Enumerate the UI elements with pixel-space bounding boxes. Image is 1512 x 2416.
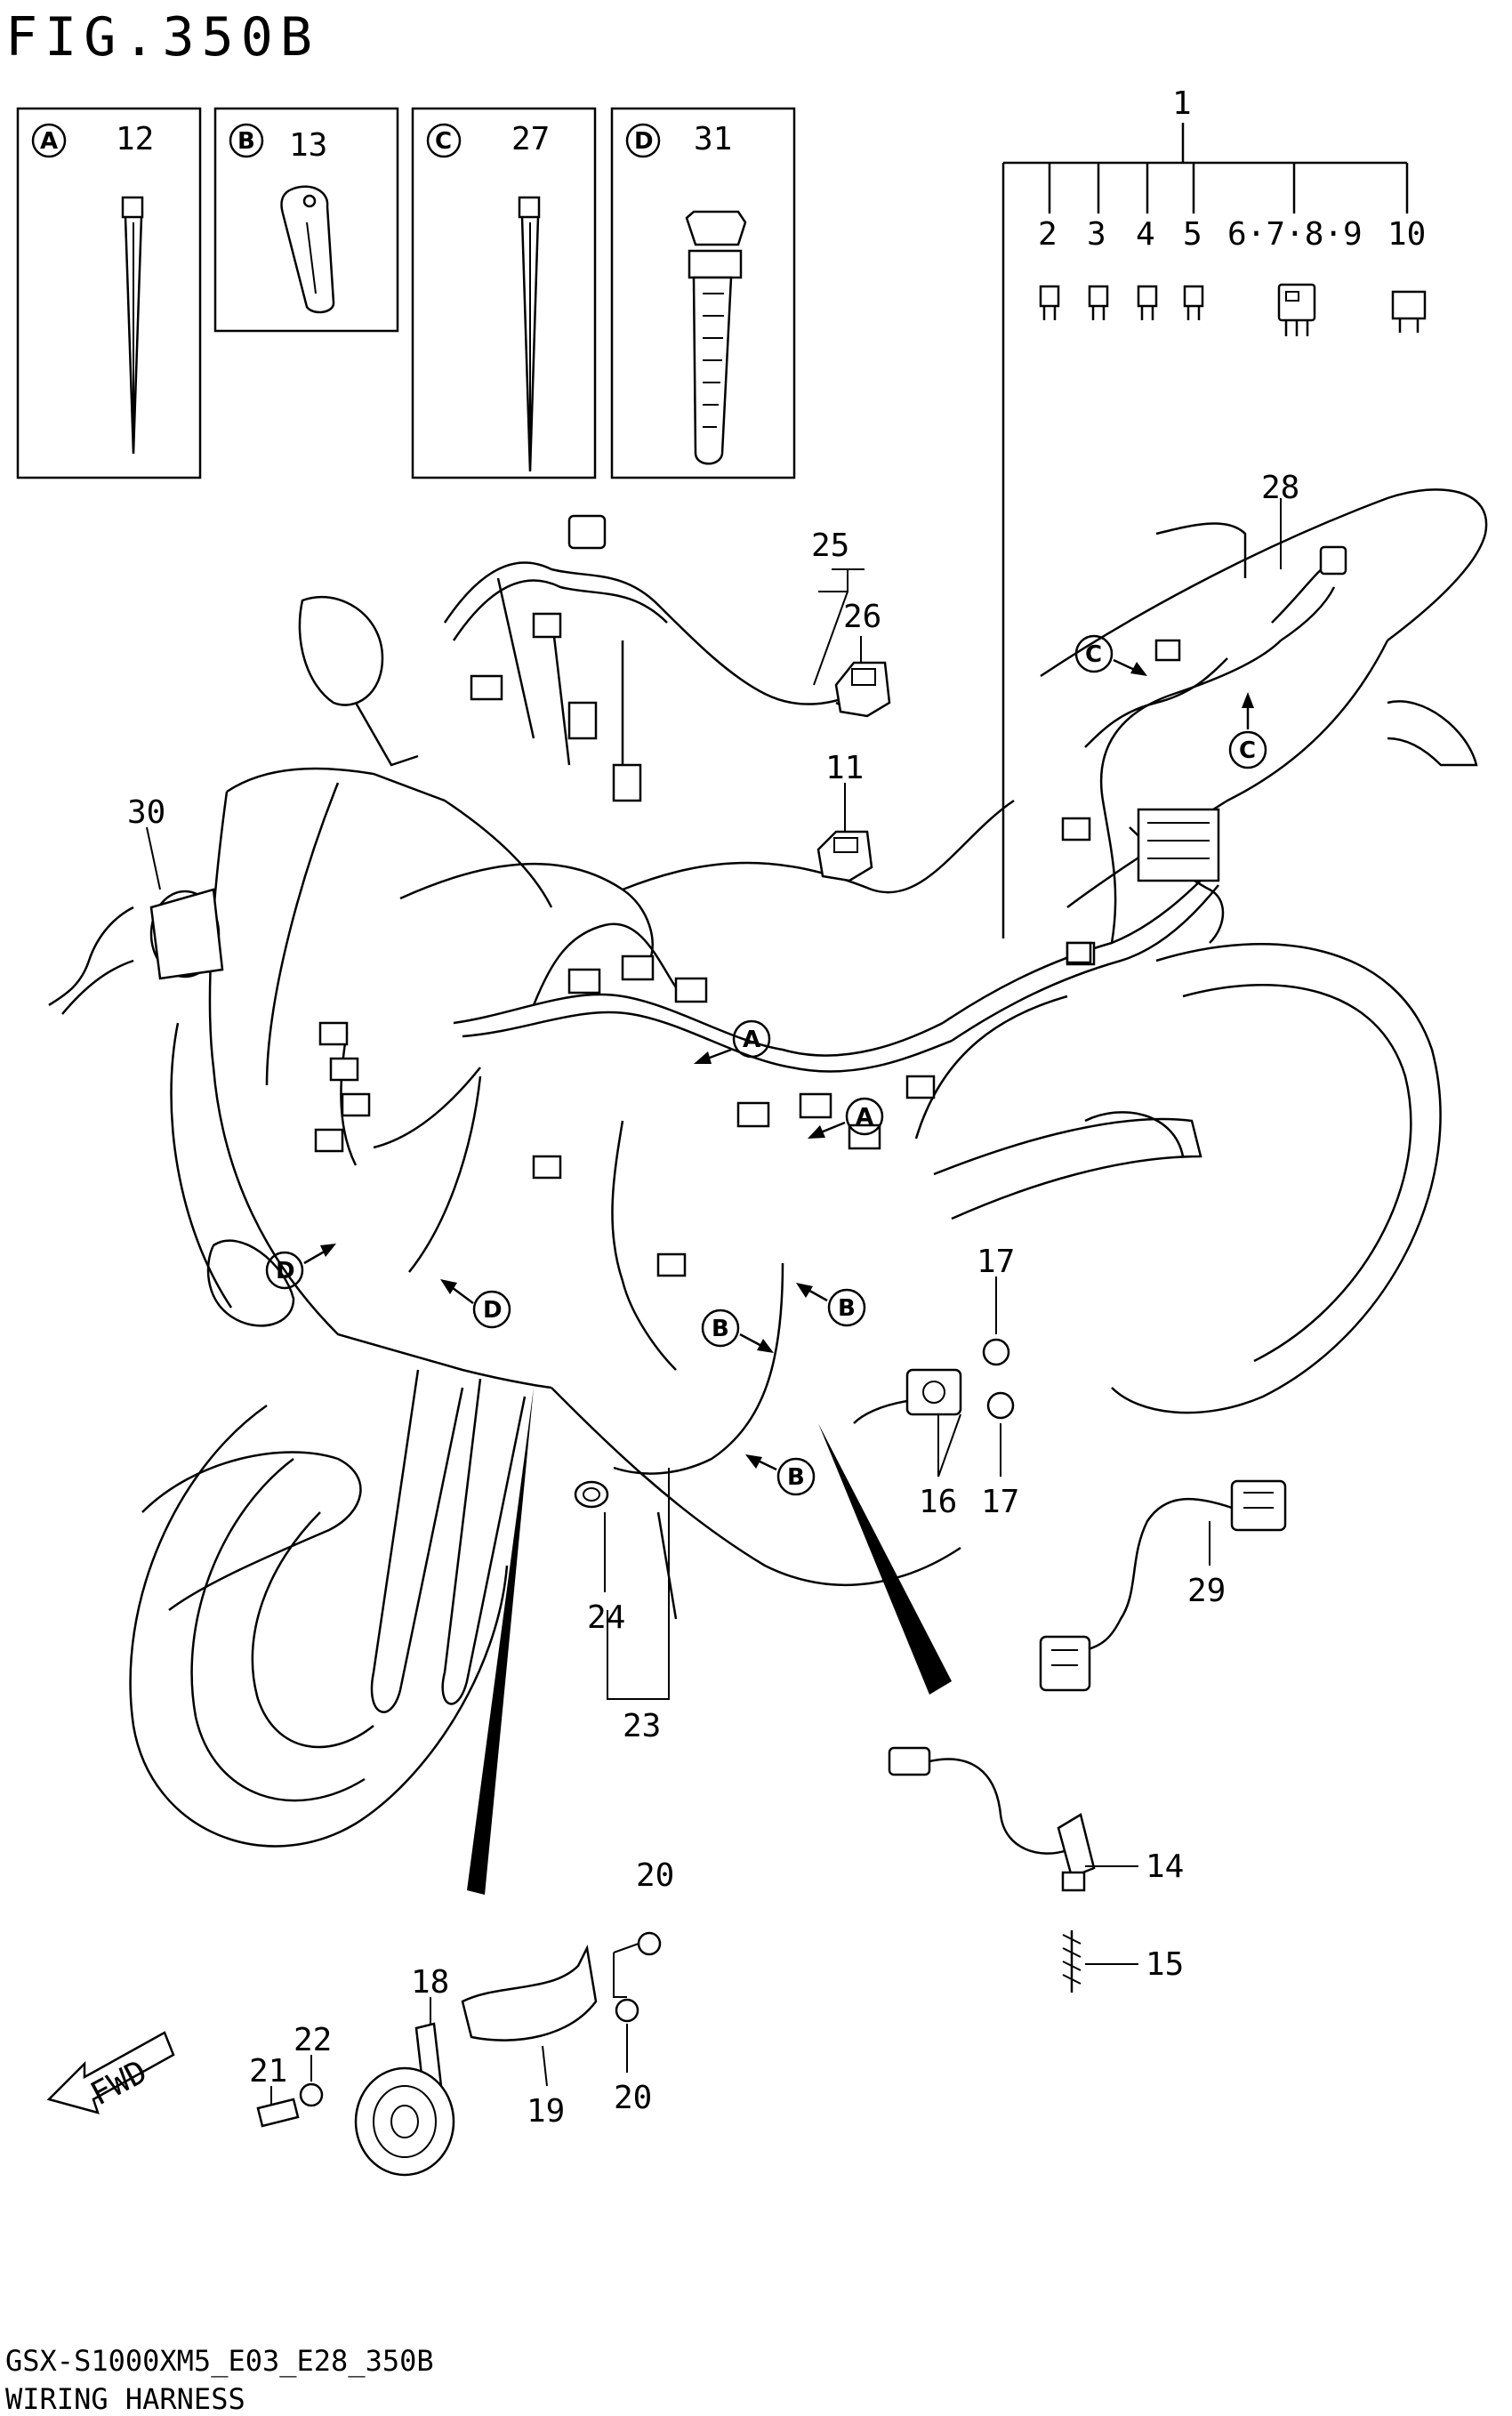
callout-23: 23	[623, 1708, 661, 1744]
callout-16: 16	[919, 1484, 957, 1520]
callout-17b: 17	[981, 1484, 1019, 1520]
callout-18: 18	[411, 1964, 449, 2001]
ref-marker-d2: D	[440, 1279, 511, 1329]
part-3-label: 3	[1087, 216, 1106, 253]
fuse-3	[1088, 285, 1109, 320]
ref-marker-a1: A	[694, 1019, 771, 1064]
fwd-arrow-icon: FWD	[46, 2031, 175, 2114]
part-1-label: 1	[1172, 85, 1192, 122]
sensor-14	[888, 1746, 1096, 1993]
fuse-5	[1183, 285, 1204, 320]
inset-b-letter: B	[237, 128, 255, 155]
socket-30	[48, 888, 224, 1015]
svg-text:C: C	[1085, 641, 1102, 668]
svg-text:B: B	[787, 1464, 805, 1491]
svg-text:B: B	[838, 1295, 856, 1322]
callout-21: 21	[249, 2053, 287, 2090]
motorcycle-outline	[129, 488, 1488, 1848]
svg-text:D: D	[276, 1258, 295, 1285]
inset-b-part: 13	[289, 127, 327, 164]
inset-a-letter: A	[40, 128, 58, 155]
fuse-relay-group: 1 2 3 4 5 6·7·8·9 10	[1001, 85, 1427, 938]
relay-6-9	[1277, 283, 1316, 336]
figure-title: FIG.350B	[5, 6, 319, 68]
svg-text:A: A	[856, 1104, 873, 1131]
inset-d: D 31	[610, 107, 796, 479]
lead-29	[1039, 1479, 1287, 1692]
callout-22: 22	[294, 2022, 332, 2058]
callout-leaders	[146, 498, 1282, 2104]
inset-c-part: 27	[511, 121, 550, 157]
ref-marker-b3: B	[745, 1454, 816, 1496]
fuse-2	[1039, 285, 1060, 320]
ref-marker-b2: B	[701, 1309, 774, 1353]
inset-d-letter: D	[634, 128, 654, 155]
part-6-9-label: 6·7·8·9	[1227, 216, 1363, 253]
rear-sub-harness	[1061, 545, 1347, 964]
svg-text:C: C	[1239, 737, 1256, 764]
callout-30: 30	[127, 794, 165, 831]
svg-text:D: D	[483, 1297, 503, 1324]
inset-a-part: 12	[116, 121, 154, 157]
ref-marker-c2: C	[1228, 692, 1267, 769]
callout-19: 19	[527, 2093, 565, 2130]
front-sub-harness	[443, 514, 855, 802]
fuse-4	[1137, 285, 1158, 320]
svg-text:B: B	[712, 1316, 729, 1342]
pointer-wedge-rear	[818, 1423, 952, 1695]
part-2-label: 2	[1038, 216, 1058, 253]
inset-c: C 27	[411, 107, 597, 479]
coupler-11	[816, 830, 873, 882]
ref-marker-a2: A	[808, 1097, 884, 1139]
sensor-16	[853, 1338, 1015, 1424]
main-harness	[314, 586, 1336, 1509]
inset-b: B 13	[213, 107, 399, 333]
callout-numbers: 30 25 26 11 28 17 17 16 29 24 23 14 15 2…	[127, 470, 1299, 2130]
callout-25: 25	[811, 527, 849, 564]
inset-d-part: 31	[694, 121, 732, 157]
callout-11: 11	[825, 750, 864, 786]
callout-24: 24	[587, 1599, 625, 1636]
callout-29: 29	[1187, 1573, 1226, 1609]
ref-marker-c1: C	[1074, 634, 1147, 676]
pointer-wedge-front	[467, 1388, 534, 1895]
model-code: GSX-S1000XM5_E03_E28_350B	[5, 2344, 434, 2378]
part-10-label: 10	[1387, 216, 1426, 253]
callout-14: 14	[1146, 1848, 1184, 1885]
callout-20b: 20	[614, 2080, 652, 2116]
horn-assembly	[256, 1931, 662, 2177]
callout-17a: 17	[977, 1244, 1015, 1280]
ref-marker-b1: B	[796, 1283, 866, 1327]
callout-20a: 20	[636, 1857, 674, 1894]
fuse-10	[1391, 290, 1427, 333]
inset-a: A 12	[16, 107, 202, 479]
part-5-label: 5	[1183, 216, 1202, 253]
callout-15: 15	[1146, 1946, 1184, 1983]
part-4-label: 4	[1136, 216, 1155, 253]
coupler-26	[834, 661, 891, 718]
inset-c-letter: C	[435, 128, 452, 155]
svg-text:A: A	[743, 1027, 760, 1053]
figure-caption: WIRING HARNESS	[5, 2382, 245, 2416]
ref-marker-d1: D	[265, 1244, 336, 1290]
callout-26: 26	[843, 599, 881, 635]
callout-28: 28	[1261, 470, 1299, 506]
ref-markers: A A B B B C C	[265, 634, 1267, 1496]
